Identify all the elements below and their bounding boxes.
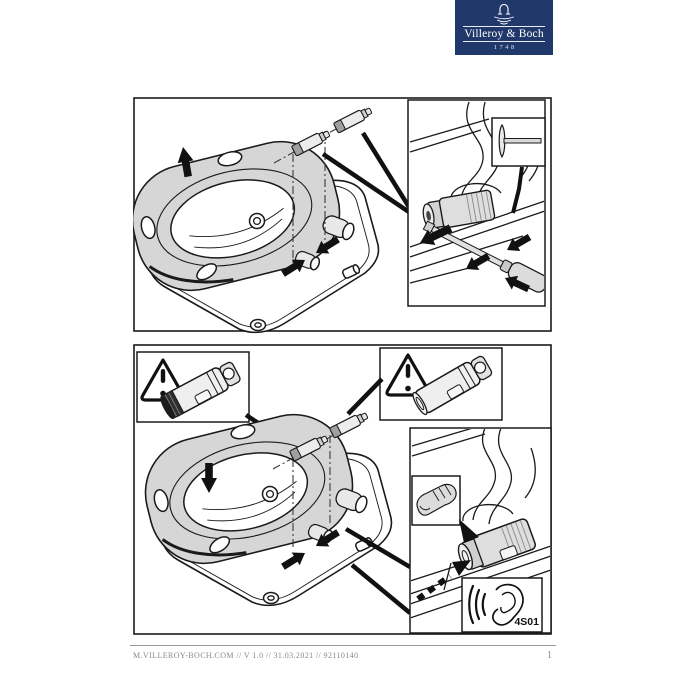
panel-insert-dampers: 4S01 [134,344,552,635]
push-arrow-icon [416,560,471,602]
pointer-wedge [459,519,479,543]
seat-assembly [134,400,392,606]
figure-canvas: 4S01 [133,97,552,635]
fountain-icon [494,3,514,25]
logo-rule-top [463,26,545,27]
damper-dark-end-icon [160,358,243,420]
flat-screwdriver-icon [498,123,506,159]
ear-click-icon [468,583,524,626]
footer-info: M.VILLEROY-BOCH.COM // V 1.0 // 31.03.20… [133,651,359,660]
footer: M.VILLEROY-BOCH.COM // V 1.0 // 31.03.20… [130,650,556,661]
soft-close-damper-icon [422,189,496,229]
page-number: 1 [547,650,552,661]
callout-leader [321,152,411,214]
brand-name: Villeroy & Boch [464,28,544,40]
footer-divider [130,645,556,646]
callout-leader [350,563,412,615]
callout-leader [346,377,384,416]
hand-press-inset [411,475,479,543]
soft-close-damper-icon [332,104,374,134]
detail-box-insertion: 4S01 [409,427,552,634]
callout-leader [511,166,524,214]
ear-click-inset: 4S01 [461,577,543,633]
damper-light-end-icon [412,352,495,416]
seat-assembly [133,127,378,333]
panel-remove-dampers [133,97,552,333]
instruction-figure: 4S01 [133,97,552,635]
brand-logo: Villeroy & Boch 1748 [455,0,553,55]
warning-box-correct-end [379,347,503,421]
callout-leader [344,527,412,569]
soft-close-damper-icon [457,518,537,571]
hand-press-icon [416,483,457,516]
logo-rule-bottom [463,41,545,42]
detail-box-removal [407,99,546,307]
figure-code-label: 4S01 [514,616,539,628]
callout-leader [361,131,411,209]
warning-box-wrong-end [136,351,250,423]
flat-screwdriver-inset [491,117,546,167]
brand-year: 1748 [493,44,517,51]
